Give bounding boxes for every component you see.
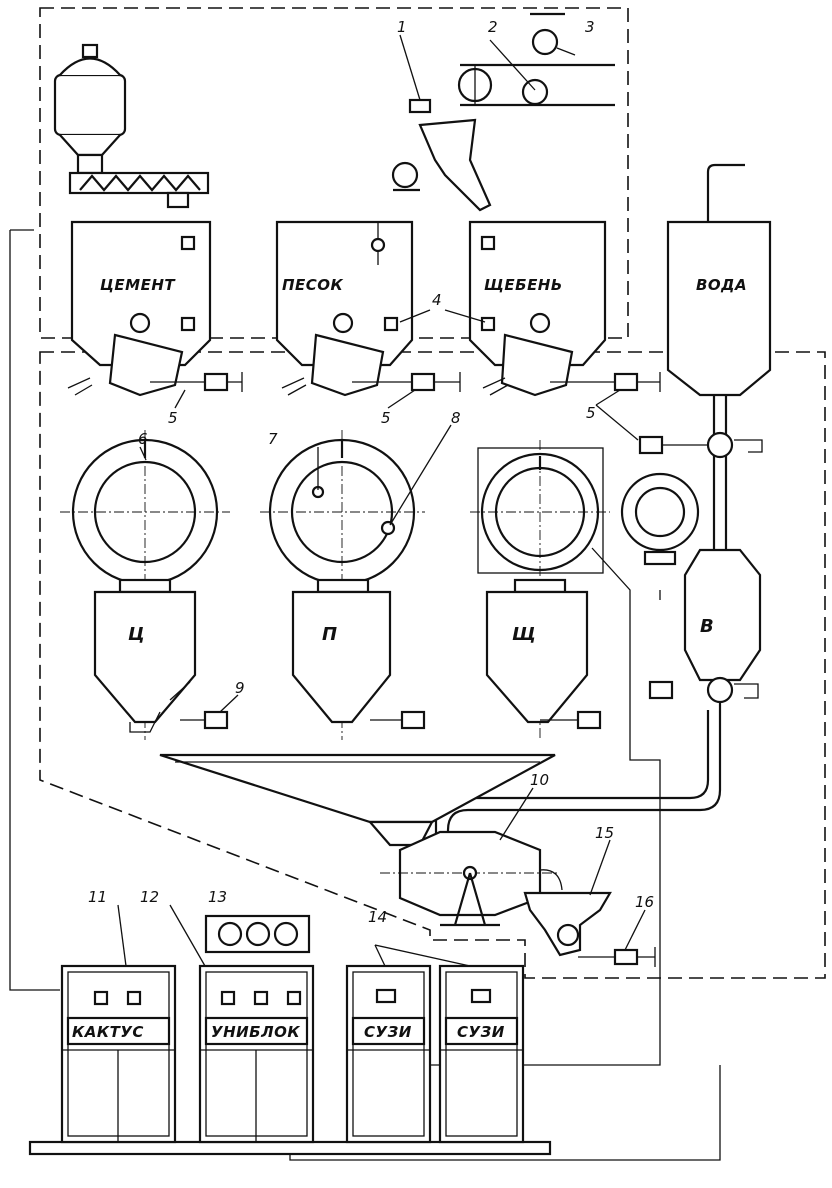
callout-9: 9 <box>235 679 245 697</box>
screw-conveyor <box>68 171 210 209</box>
callout-13: 13 <box>208 888 227 906</box>
callout-12: 12 <box>140 888 159 906</box>
belt-conveyor-2 <box>457 39 615 107</box>
gravel-bin: ЩЕБЕНЬ <box>468 220 607 397</box>
callout-11: 11 <box>88 888 107 906</box>
callout-15: 15 <box>595 824 614 842</box>
sand-bin-label: ПЕСОК <box>282 276 344 294</box>
callout-14: 14 <box>368 908 387 926</box>
callout-8: 8 <box>451 409 461 427</box>
gravel-dispenser-label: Щ <box>512 624 536 645</box>
upper-dashed-boundary <box>39 7 629 339</box>
drive-motor-3 <box>530 12 576 56</box>
lower-dashed-boundary <box>39 351 826 979</box>
sand-dispenser-label: П <box>322 624 337 645</box>
callout-5a: 5 <box>168 409 178 427</box>
callout-5c: 5 <box>586 404 596 422</box>
cement-bin-label: ЦЕМЕНТ <box>100 276 176 294</box>
water-dispenser-label: В <box>700 616 714 637</box>
sand-weigher: П <box>260 430 426 740</box>
callout-2: 2 <box>488 18 498 36</box>
callout-leaders <box>117 309 646 967</box>
water-weigher-dial <box>620 472 700 566</box>
callout-1: 1 <box>397 18 407 36</box>
suzi-1-label: СУЗИ <box>364 1023 412 1041</box>
callout-4: 4 <box>432 291 442 309</box>
kaktus-label: КАКТУС <box>72 1023 144 1041</box>
feeder-hopper-1 <box>391 34 492 212</box>
callout-10: 10 <box>530 771 549 789</box>
collecting-funnel <box>159 753 556 847</box>
callout-numbers: 1 2 3 4 5 5 5 6 7 8 9 10 11 12 13 14 15 … <box>88 18 654 926</box>
callout-3: 3 <box>585 18 595 36</box>
callout-7: 7 <box>268 430 278 448</box>
suzi-2-label: СУЗИ <box>457 1023 505 1041</box>
uniblok-label: УНИБЛОК <box>211 1023 300 1041</box>
callout-16: 16 <box>635 893 654 911</box>
cement-weigher: Ц <box>60 430 230 740</box>
control-panel-13 <box>204 914 311 954</box>
control-cabinets: КАКТУС УНИБЛОК СУЗИ СУЗИ <box>28 964 552 1156</box>
water-dispenser: В <box>434 548 762 842</box>
callout-6: 6 <box>138 430 148 448</box>
gravel-bin-label: ЩЕБЕНЬ <box>484 276 563 294</box>
gate-actuators <box>67 372 661 396</box>
cement-dispenser-label: Ц <box>128 624 145 645</box>
callout-5b: 5 <box>381 409 391 427</box>
cement-bin: ЦЕМЕНТ <box>70 220 212 397</box>
sand-bin: ПЕСОК <box>275 220 414 397</box>
skip-hopper <box>523 891 656 967</box>
gravel-weigher: Щ <box>470 440 610 740</box>
water-pipe <box>638 395 763 550</box>
water-tank: ВОДА <box>666 163 772 397</box>
cement-silo <box>53 43 127 175</box>
water-tank-label: ВОДА <box>696 276 747 294</box>
